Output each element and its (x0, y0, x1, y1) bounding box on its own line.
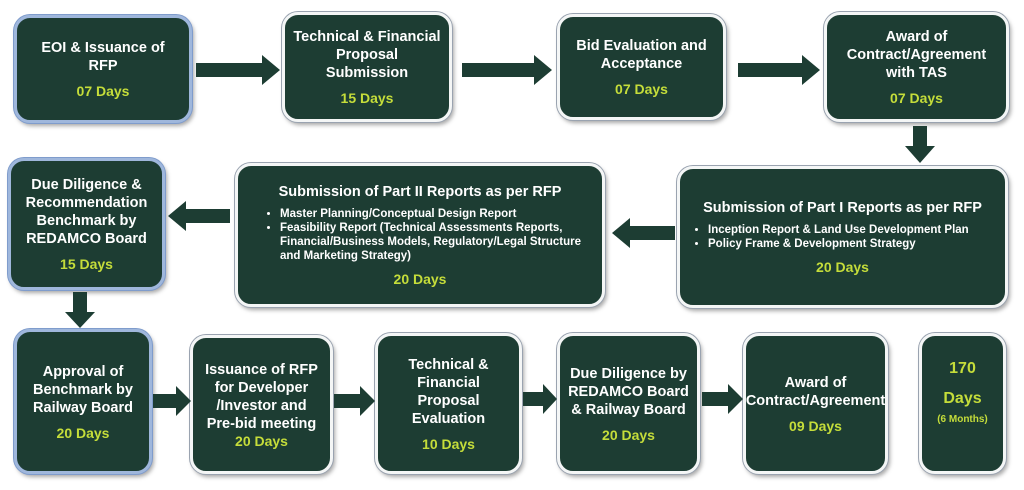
step-title: Bid Evaluation and Acceptance (576, 38, 707, 72)
step-benchmark-approval: Approval of Benchmark by Railway Board 20… (14, 329, 152, 474)
step-days: 07 Days (890, 90, 943, 106)
step-days: 09 Days (789, 417, 842, 434)
arrow-right-icon (196, 55, 280, 85)
bullet-list: Inception Report & Land Use Development … (688, 223, 997, 251)
step-title: Due Diligence by REDAMCO Board & Railway… (568, 365, 689, 418)
step-days: 07 Days (615, 81, 668, 97)
step-title: Technical & Financial Proposal Evaluatio… (408, 356, 489, 427)
arrow-right-icon (153, 386, 191, 416)
step-title: Award of Contract/Agreement with TAS (846, 29, 987, 81)
step-due-diligence-benchmark: Due Diligence & Recommendation Benchmark… (8, 158, 165, 290)
total-unit: Days (943, 390, 982, 407)
bullet-item: Policy Frame & Development Strategy (708, 237, 997, 251)
step-days: 07 Days (76, 83, 130, 99)
step-award-contract: Award of Contract/Agreement 09 Days (743, 333, 888, 474)
step-days: 15 Days (340, 90, 394, 106)
bullet-item: Master Planning/Conceptual Design Report (280, 207, 594, 221)
step-proposal-submission: Technical & Financial Proposal Submissio… (282, 12, 452, 122)
step-award-tas: Award of Contract/Agreement with TAS 07 D… (824, 12, 1009, 122)
step-title: Submission of Part II Reports as per RFP (278, 184, 562, 200)
step-title: Due Diligence & Recommendation Benchmark… (25, 177, 148, 247)
step-rfp-developer: Issuance of RFP for Developer /Investor … (190, 335, 333, 474)
arrow-right-icon (523, 384, 557, 414)
step-title: EOI & Issuance of RFP (41, 40, 165, 74)
step-eoi: EOI & Issuance of RFP 07 Days (14, 15, 192, 123)
step-days: 20 Days (56, 424, 110, 441)
step-days: 20 Days (602, 426, 655, 443)
arrow-right-icon (334, 386, 375, 416)
total-duration: 170 Days (6 Months) (919, 333, 1006, 474)
step-title: Approval of Benchmark by Railway Board (33, 363, 133, 416)
arrow-down-icon (65, 292, 95, 328)
step-days: 20 Days (235, 432, 288, 449)
step-days: 10 Days (422, 435, 475, 452)
total-value: 170 (949, 360, 976, 377)
step-days: 20 Days (816, 259, 869, 275)
step-title: Submission of Part I Reports as per RFP (703, 200, 982, 216)
step-title: Technical & Financial Proposal Submissio… (293, 29, 441, 81)
step-proposal-evaluation: Technical & Financial Proposal Evaluatio… (375, 333, 522, 474)
step-part1-reports: Submission of Part I Reports as per RFP I… (677, 166, 1008, 308)
arrow-right-icon (738, 55, 820, 85)
arrow-down-icon (905, 126, 935, 163)
step-bid-evaluation: Bid Evaluation and Acceptance 07 Days (557, 14, 726, 120)
arrow-right-icon (462, 55, 552, 85)
step-part2-reports: Submission of Part II Reports as per RFP… (235, 163, 605, 307)
step-due-diligence-railway: Due Diligence by REDAMCO Board & Railway… (557, 333, 700, 474)
bullet-list: Master Planning/Conceptual Design Report… (246, 207, 594, 263)
arrow-right-icon (702, 384, 743, 414)
arrow-left-icon (168, 201, 230, 231)
total-note: (6 Months) (937, 414, 988, 425)
step-days: 20 Days (393, 271, 447, 287)
step-days: 15 Days (60, 256, 113, 272)
step-title: Award of Contract/Agreement (745, 374, 886, 409)
bullet-item: Feasibility Report (Technical Assessment… (280, 221, 594, 263)
bullet-item: Inception Report & Land Use Development … (708, 223, 997, 237)
step-title: Issuance of RFP for Developer /Investor … (205, 361, 318, 432)
arrow-left-icon (612, 218, 675, 248)
